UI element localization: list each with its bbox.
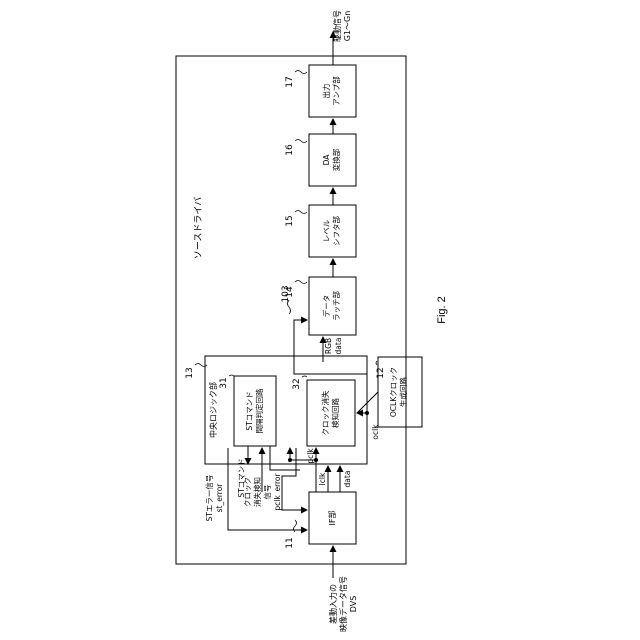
data-label: data [343,471,352,488]
ref-13: 13 [185,367,195,378]
pclk-junction-2 [288,458,292,462]
input-label-1: 差動入力の [328,584,338,624]
output-label-2: G1～Gn [343,11,352,42]
ref-12-leader [376,361,377,365]
pclk-error-label-4: pclk_error [273,472,282,510]
ref-14-leader [295,281,307,284]
ref-14: 14 [285,286,295,298]
pclk-label: pclk [306,448,315,464]
da-label-1: DA [322,154,331,166]
st-error-label-1: STエラー信号 [204,475,214,522]
if-label: IF部 [327,511,337,526]
input-label-3: DVS [349,596,358,613]
amp-label-1: 出力 [321,84,331,99]
shifter-label-2: シフタ部 [331,216,341,246]
rgb-label-1: RGB [324,338,333,354]
latch-label-1: データ [321,295,331,318]
lclk-label: lclk [318,472,327,485]
source-driver-title: ソースドライバ [193,197,204,259]
output-label-1: 駆動信号 [332,10,342,42]
oclk-label: oclk [371,424,380,440]
ref-15-leader [295,211,307,214]
ref-31: 31 [219,377,229,388]
central-logic-title: 中央ロジック部 [208,382,218,438]
shifter-label-1: レベル [322,219,331,242]
st-error-label-2: st_error [215,483,224,513]
ref-15: 15 [285,215,295,226]
ref-32: 32 [292,378,302,389]
clock-detect-label-2: 検知回路 [330,398,340,428]
input-label-2: 映像データ信号 [338,576,348,632]
ref-32-leader [302,376,307,377]
ref-12: 12 [376,367,386,378]
central-logic-box [205,356,367,464]
pclk-error-label-2: 消失検知 [252,477,262,507]
amp-label-2: アンプ部 [331,76,341,106]
ref-31-leader [229,375,234,376]
ref-17: 17 [285,76,295,87]
pclk-error-label-1: クロック [243,477,252,507]
pclk-error-label-3: 信号 [262,485,272,500]
oclk-label-1: OCLKクロック [389,367,398,417]
ref-11: 11 [285,537,295,548]
pclk-error-line [282,448,307,510]
oclk-label-2: 生成回路 [398,377,408,407]
ref-16: 16 [285,144,295,156]
rgb-label-2: data [334,338,343,355]
st-judge-label-1: STコマンド [245,391,254,430]
st-judge-label-2: 間隔判定回路 [254,388,264,433]
latch-label-2: ラッチ部 [331,291,341,321]
da-label-2: 変換部 [331,148,341,171]
ref-17-leader [295,71,307,74]
figure-caption: Fig. 2 [436,290,456,330]
ref-16-leader [295,140,307,143]
clock-detect-label-1: クロック消失 [320,390,330,435]
